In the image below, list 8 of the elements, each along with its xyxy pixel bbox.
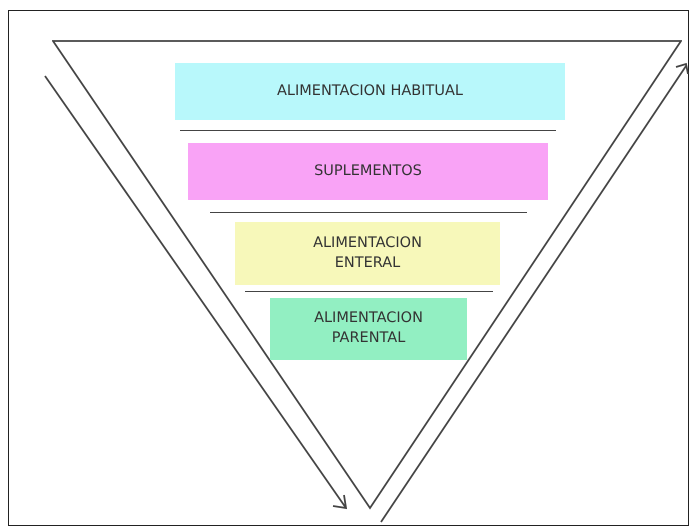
level-label: ALIMENTACION HABITUAL (277, 82, 463, 101)
level-band (235, 222, 500, 285)
level-label: SUPLEMENTOS (314, 162, 422, 181)
level-band (175, 63, 565, 120)
level-band (188, 143, 548, 200)
level-label: ALIMENTACION PARENTAL (313, 309, 424, 348)
level-label: ALIMENTACION ENTERAL (312, 234, 423, 272)
level-band (270, 298, 467, 360)
